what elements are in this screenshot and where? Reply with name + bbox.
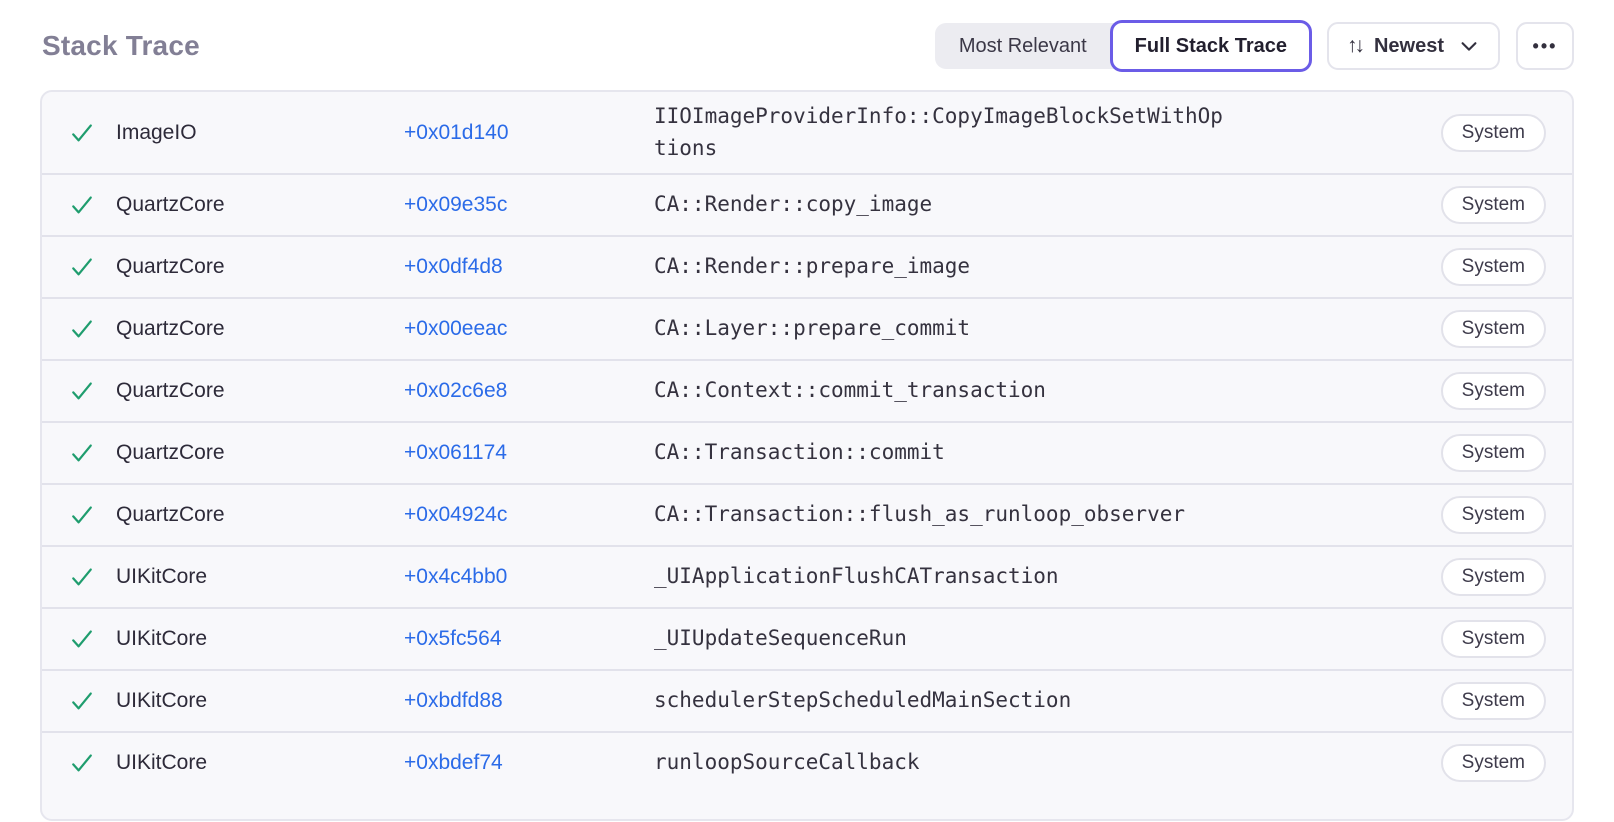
stack-trace-table: ImageIO +0x01d140 IIOImageProviderInfo::…	[40, 90, 1574, 821]
stack-frame-row[interactable]: QuartzCore +0x00eeac CA::Layer::prepare_…	[42, 297, 1572, 359]
symbolicated-check-icon	[68, 253, 116, 281]
frame-module: QuartzCore	[116, 255, 225, 278]
frame-module: UIKitCore	[116, 751, 208, 774]
stack-frame-row[interactable]: UIKitCore +0xbdef74 runloopSourceCallbac…	[42, 731, 1572, 793]
frame-module: QuartzCore	[116, 441, 225, 464]
frame-function: CA::Layer::prepare_commit	[654, 316, 971, 341]
frame-function: _UIApplicationFlushCATransaction	[654, 564, 1059, 589]
more-options-button[interactable]: •••	[1516, 22, 1574, 70]
frame-function: CA::Context::commit_transaction	[654, 378, 1046, 403]
frame-offset-link[interactable]: +0xbdfd88	[404, 689, 503, 712]
symbolicated-check-icon	[68, 501, 116, 529]
frame-offset-link[interactable]: +0x09e35c	[404, 193, 508, 216]
symbolicated-check-icon	[68, 439, 116, 467]
frame-module: UIKitCore	[116, 689, 208, 712]
sort-order-label: Newest	[1373, 34, 1444, 57]
frame-function: CA::Transaction::commit	[654, 440, 945, 465]
stack-frame-row[interactable]: QuartzCore +0x061174 CA::Transaction::co…	[42, 421, 1572, 483]
stack-frame-row[interactable]: UIKitCore +0x4c4bb0 _UIApplicationFlushC…	[42, 545, 1572, 607]
frame-type-badge: System	[1440, 620, 1546, 658]
full-stack-trace-button[interactable]: Full Stack Trace	[1109, 20, 1312, 72]
frame-function: IIOImageProviderInfo::CopyImageBlockSetW…	[654, 104, 1223, 160]
frame-module: UIKitCore	[116, 627, 208, 650]
frame-type-badge: System	[1440, 372, 1546, 410]
stack-frame-row[interactable]: QuartzCore +0x02c6e8 CA::Context::commit…	[42, 359, 1572, 421]
frame-function: runloopSourceCallback	[654, 750, 920, 775]
frame-function: _UIUpdateSequenceRun	[654, 626, 907, 651]
frame-offset-link[interactable]: +0x04924c	[404, 503, 508, 526]
frame-type-badge: System	[1440, 744, 1546, 782]
frame-function: schedulerStepScheduledMainSection	[654, 688, 1072, 713]
frame-type-badge: System	[1440, 682, 1546, 720]
frame-module: QuartzCore	[116, 379, 225, 402]
symbolicated-check-icon	[68, 191, 116, 219]
frame-offset-link[interactable]: +0x0df4d8	[404, 255, 503, 278]
sort-arrows-icon: ↑↓	[1346, 34, 1365, 57]
frame-module: ImageIO	[116, 120, 197, 144]
frame-offset-link[interactable]: +0x01d140	[404, 120, 509, 144]
frame-type-badge: System	[1440, 558, 1546, 596]
symbolicated-check-icon	[68, 119, 116, 147]
chevron-down-icon	[1458, 35, 1480, 57]
frame-module: QuartzCore	[116, 317, 225, 340]
frame-type-badge: System	[1440, 496, 1546, 534]
frame-offset-link[interactable]: +0x00eeac	[404, 317, 508, 340]
frame-function: CA::Transaction::flush_as_runloop_observ…	[654, 502, 1186, 527]
symbolicated-check-icon	[68, 315, 116, 343]
frame-offset-link[interactable]: +0x02c6e8	[404, 379, 508, 402]
frame-type-badge: System	[1440, 310, 1546, 348]
sort-order-dropdown[interactable]: ↑↓ Newest	[1326, 22, 1500, 70]
header-controls: Most Relevant Full Stack Trace ↑↓ Newest…	[934, 20, 1574, 72]
stack-frame-row[interactable]: ImageIO +0x01d140 IIOImageProviderInfo::…	[42, 92, 1572, 173]
stack-trace-header: Stack Trace Most Relevant Full Stack Tra…	[0, 0, 1614, 72]
symbolicated-check-icon	[68, 625, 116, 653]
ellipsis-icon: •••	[1532, 35, 1558, 56]
frame-module: QuartzCore	[116, 193, 225, 216]
frame-function: CA::Render::copy_image	[654, 192, 933, 217]
symbolicated-check-icon	[68, 377, 116, 405]
frame-function: CA::Render::prepare_image	[654, 254, 971, 279]
frame-offset-link[interactable]: +0x061174	[404, 441, 507, 464]
stack-frame-row[interactable]: UIKitCore +0x5fc564 _UIUpdateSequenceRun…	[42, 607, 1572, 669]
frame-type-badge: System	[1440, 434, 1546, 472]
stack-frame-row[interactable]: UIKitCore +0xbdfd88 schedulerStepSchedul…	[42, 669, 1572, 731]
view-toggle: Most Relevant Full Stack Trace	[934, 20, 1312, 72]
frame-offset-link[interactable]: +0x5fc564	[404, 627, 502, 650]
frame-module: QuartzCore	[116, 503, 225, 526]
most-relevant-button[interactable]: Most Relevant	[935, 23, 1111, 69]
frame-offset-link[interactable]: +0xbdef74	[404, 751, 503, 774]
frame-type-badge: System	[1440, 248, 1546, 286]
frame-offset-link[interactable]: +0x4c4bb0	[404, 565, 508, 588]
stack-frame-row[interactable]: QuartzCore +0x09e35c CA::Render::copy_im…	[42, 173, 1572, 235]
frame-module: UIKitCore	[116, 565, 208, 588]
page-title: Stack Trace	[42, 30, 200, 61]
stack-frame-row[interactable]: QuartzCore +0x04924c CA::Transaction::fl…	[42, 483, 1572, 545]
symbolicated-check-icon	[68, 749, 116, 777]
symbolicated-check-icon	[68, 687, 116, 715]
stack-frame-row[interactable]: QuartzCore +0x0df4d8 CA::Render::prepare…	[42, 235, 1572, 297]
frame-type-badge: System	[1440, 113, 1546, 152]
frame-type-badge: System	[1440, 186, 1546, 224]
symbolicated-check-icon	[68, 563, 116, 591]
